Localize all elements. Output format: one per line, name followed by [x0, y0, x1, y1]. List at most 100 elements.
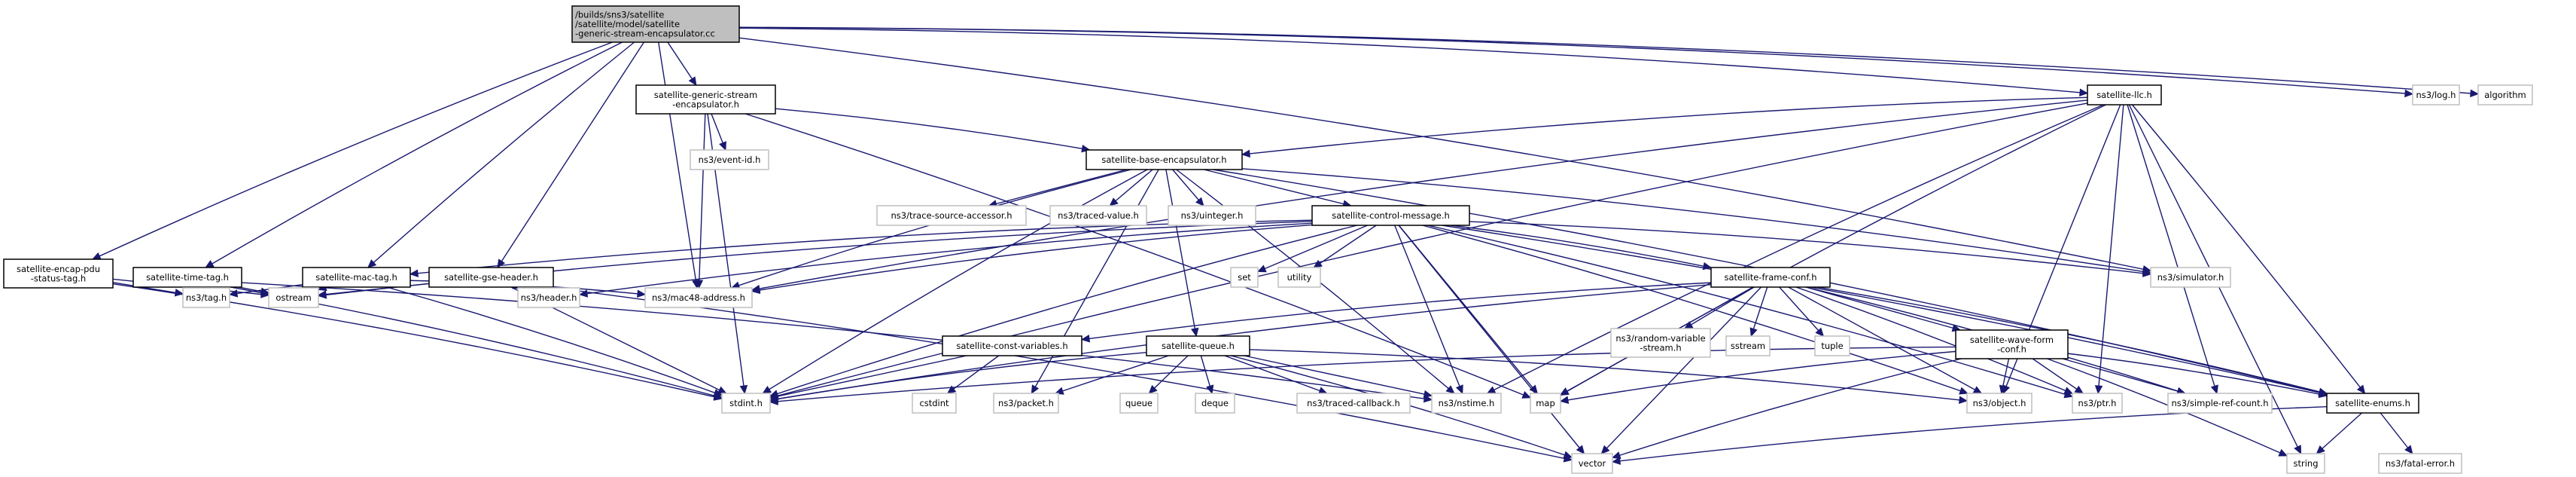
- edge-queue_h-to-object_h: [1249, 349, 1969, 405]
- arrowhead: [719, 141, 726, 151]
- node-encap_pdu_tag_h[interactable]: satellite-encap-pdu-status-tag.h: [3, 258, 114, 289]
- edge-line: [2067, 353, 2328, 396]
- edge-line: [205, 41, 623, 268]
- arrowhead: [2074, 385, 2084, 394]
- node-label: ns3/ptr.h: [2078, 398, 2117, 408]
- edge-llc_h-to-base_encap_h: [1241, 96, 2088, 158]
- edge-base_encap_h-to-packet_h: [1031, 169, 1159, 395]
- node-label: -status-tag.h: [31, 273, 86, 283]
- edge-line: [658, 41, 698, 289]
- arrowhead: [1241, 149, 1251, 158]
- node-frame_conf_h[interactable]: satellite-frame-conf.h: [1710, 267, 1831, 288]
- edge-line: [769, 346, 1956, 403]
- edge-ctrl_msg_h-to-utility: [1313, 225, 1377, 268]
- edge-line: [579, 222, 1313, 295]
- node-time_tag_h[interactable]: satellite-time-tag.h: [132, 267, 242, 288]
- node-vector: vector: [1571, 453, 1613, 474]
- arrowhead: [1031, 384, 1040, 395]
- node-label: satellite-enums.h: [2335, 398, 2410, 408]
- edge-queue_h-to-queue: [1148, 355, 1189, 394]
- node-label: -stream.h: [1640, 342, 1681, 353]
- arrowhead: [1109, 197, 1119, 206]
- arrowhead: [1206, 384, 1214, 395]
- node-label: ns3/fatal-error.h: [2386, 458, 2455, 469]
- arrowhead: [2318, 390, 2328, 399]
- node-queue_h[interactable]: satellite-queue.h: [1146, 335, 1250, 356]
- node-llc_h[interactable]: satellite-llc.h: [2087, 84, 2162, 105]
- node-ctrl_msg_h[interactable]: satellite-control-message.h: [1311, 205, 1470, 226]
- arrowhead: [2142, 269, 2152, 277]
- node-label: -generic-stream-encapsulator.cc: [575, 29, 715, 39]
- node-traced_value_h: ns3/traced-value.h: [1049, 205, 1147, 226]
- arrowhead: [2094, 385, 2103, 395]
- node-ptr_h: ns3/ptr.h: [2072, 393, 2123, 414]
- edge-line: [1442, 225, 2328, 396]
- arrowhead: [1256, 264, 1267, 273]
- node-enums_h[interactable]: satellite-enums.h: [2326, 393, 2419, 414]
- arrowhead: [1600, 445, 1610, 454]
- arrowhead: [688, 76, 697, 87]
- edge-enums_h-to-fatal_error_h: [2380, 412, 2413, 454]
- arrowhead: [2210, 384, 2218, 395]
- edge-line: [1817, 286, 2328, 394]
- arrowhead: [2404, 445, 2413, 454]
- node-waveform_conf_h[interactable]: satellite-wave-form-conf.h: [1955, 329, 2069, 359]
- arrowhead: [1080, 335, 1091, 343]
- arrowhead: [1313, 259, 1323, 268]
- node-const_vars_h[interactable]: satellite-const-variables.h: [942, 335, 1082, 356]
- edge-line: [769, 225, 1357, 397]
- edge-line: [1805, 286, 1961, 331]
- node-box: [1277, 267, 1321, 288]
- node-label: satellite-base-encapsulator.h: [1101, 154, 1226, 165]
- node-box: [1814, 335, 1850, 356]
- node-ostream: ostream: [268, 287, 319, 308]
- node-gse_header_h[interactable]: satellite-gse-header.h: [428, 267, 554, 288]
- edge-waveform_conf_h-to-map: [1559, 350, 1956, 404]
- node-box: [1195, 393, 1235, 414]
- edge-line: [1249, 349, 1968, 402]
- edge-base_encap_h-to-uinteger_h: [1172, 169, 1204, 206]
- node-set: set: [1230, 267, 1259, 288]
- node-root[interactable]: /builds/sns3/satellite/satellite/model/s…: [571, 5, 740, 43]
- arrowhead: [1521, 390, 1532, 399]
- edge-line: [1244, 355, 1433, 396]
- node-tag_h: ns3/tag.h: [182, 287, 230, 308]
- edge-llc_h-to-ptr_h: [2094, 104, 2124, 395]
- edge-line: [1394, 225, 1463, 394]
- node-utility: utility: [1277, 267, 1321, 288]
- node-box: [182, 287, 230, 308]
- arrowhead: [2063, 387, 2074, 395]
- node-box: [1725, 335, 1771, 356]
- node-box: [2378, 453, 2462, 474]
- edge-line: [2097, 104, 2124, 394]
- arrowhead: [317, 290, 327, 298]
- node-label: satellite-gse-header.h: [444, 272, 538, 283]
- arrowhead: [409, 269, 419, 277]
- arrowhead: [1611, 451, 1621, 460]
- node-label: deque: [1201, 398, 1229, 408]
- edge-line: [497, 41, 644, 268]
- edge-waveform_conf_h-to-string: [2047, 358, 2288, 457]
- arrowhead: [2470, 89, 2480, 98]
- edge-line: [738, 37, 2151, 271]
- node-label: queue: [1125, 398, 1153, 408]
- edge-root-to-mac_tag_h: [367, 41, 635, 268]
- node-box: [1610, 328, 1711, 358]
- node-box: [1966, 393, 2032, 414]
- edge-line: [2127, 104, 2218, 394]
- node-label: ns3/random-variable: [1615, 333, 1705, 344]
- edge-line: [1241, 168, 2151, 274]
- edge-gse_encap_h-to-map: [744, 113, 1532, 399]
- node-label: utility: [1287, 272, 1312, 283]
- node-mac_tag_h[interactable]: satellite-mac-tag.h: [302, 267, 411, 288]
- node-base_encap_h[interactable]: satellite-base-encapsulator.h: [1086, 149, 1243, 170]
- edge-line: [1204, 169, 1351, 206]
- node-label: ns3/traced-value.h: [1058, 210, 1139, 221]
- node-box: [1119, 393, 1159, 414]
- arrowhead: [2079, 88, 2089, 96]
- node-map: map: [1530, 393, 1561, 414]
- arrowhead: [2278, 448, 2288, 457]
- node-gse_encap_h[interactable]: satellite-generic-stream-encapsulator.h: [635, 84, 776, 115]
- edge-line: [738, 26, 2479, 95]
- node-box: [2087, 84, 2162, 105]
